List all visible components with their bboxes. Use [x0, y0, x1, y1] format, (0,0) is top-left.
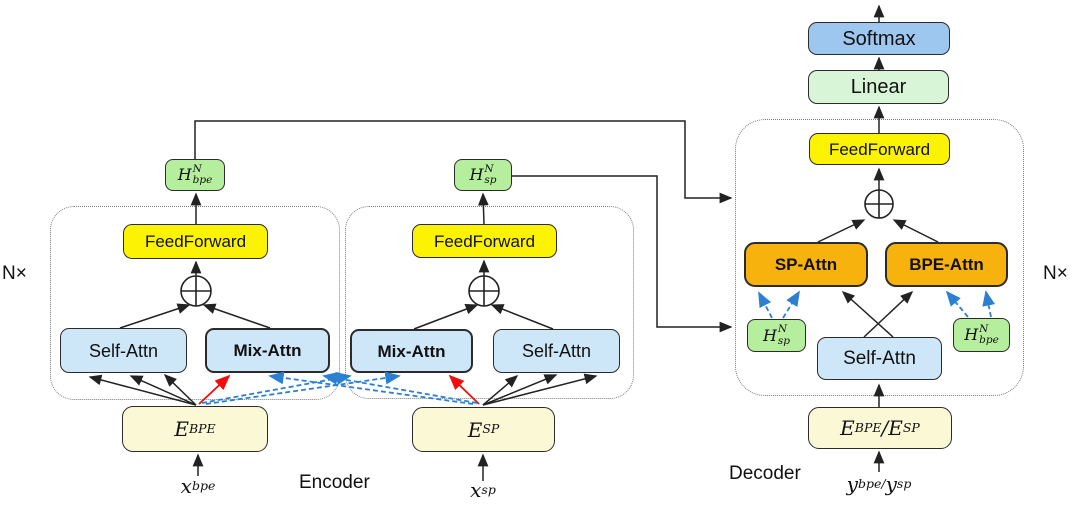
sp-attn-label: SP-Attn	[774, 255, 838, 274]
embedding-label: E BPE	[174, 417, 216, 441]
embedding-label: E SP	[467, 417, 500, 442]
sp-attn-box: SP-Attn	[744, 242, 868, 287]
softmax-label: Softmax	[842, 27, 916, 50]
bpe-attn-box: BPE-Attn	[885, 242, 1008, 287]
n-times-label-right: N×	[1043, 263, 1068, 284]
encoder-caption: Encoder	[299, 472, 370, 493]
mix-attn-box-encoder-sp: Mix-Attn	[350, 329, 473, 373]
input-label-x-sp: x sp	[470, 478, 496, 502]
feedforward-box-encoder-sp: FeedForward	[412, 224, 557, 258]
feedforward-box-encoder-bpe: FeedForward	[123, 224, 268, 259]
self-attn-label: Self-Attn	[521, 341, 592, 361]
feedforward-label: FeedForward	[144, 232, 247, 251]
decoder-caption: Decoder	[729, 463, 801, 484]
linear-box: Linear	[808, 70, 949, 104]
linear-label: Linear	[850, 76, 907, 98]
mix-attn-box-encoder-bpe: Mix-Attn	[205, 328, 330, 373]
n-times-label-left: N×	[2, 263, 27, 284]
feedforward-label: FeedForward	[828, 139, 931, 159]
embedding-box-encoder-bpe: E BPE	[122, 406, 268, 452]
mix-attn-label: Mix-Attn	[233, 341, 302, 360]
softmax-box: Softmax	[808, 22, 950, 55]
feedforward-label: FeedForward	[433, 231, 536, 251]
mix-attn-label: Mix-Attn	[377, 341, 446, 361]
embedding-box-encoder-sp: E SP	[412, 407, 555, 452]
self-attn-box-encoder-sp: Self-Attn	[493, 329, 620, 373]
self-attn-box-decoder: Self-Attn	[817, 337, 942, 380]
feedforward-box-decoder: FeedForward	[809, 133, 950, 165]
bpe-attn-label: BPE-Attn	[909, 255, 984, 274]
self-attn-label: Self-Attn	[88, 340, 159, 361]
input-label-x-bpe: x bpe	[180, 474, 216, 498]
self-attn-label: Self-Attn	[843, 348, 916, 369]
self-attn-box-encoder-bpe: Self-Attn	[60, 328, 187, 373]
